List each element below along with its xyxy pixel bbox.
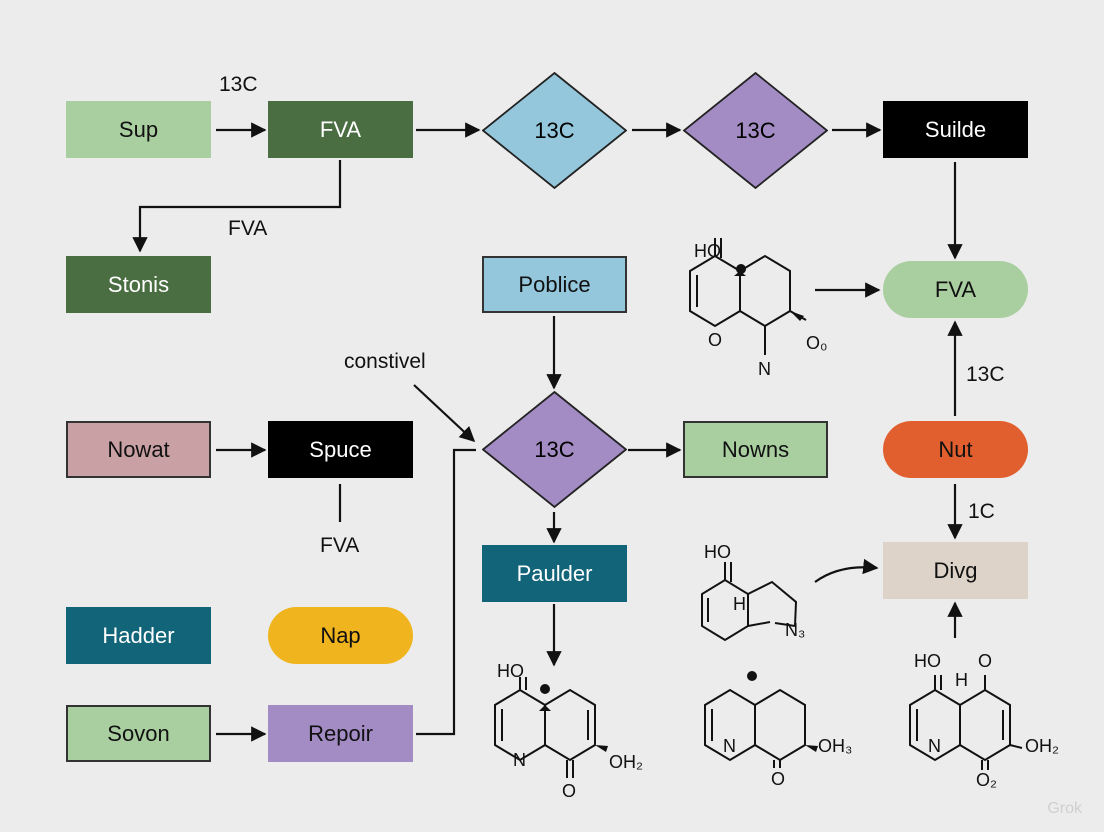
label-fva-mid: FVA: [228, 217, 268, 240]
node-sovon-label: Sovon: [107, 720, 170, 746]
node-stonis[interactable]: Stonis: [66, 256, 211, 313]
arrow-fva-stonis: [132, 160, 342, 253]
node-nut-label: Nut: [938, 436, 973, 462]
molecule-4-n: N: [723, 736, 736, 756]
label-right-13c: 13C: [966, 363, 1005, 386]
molecule-5: [909, 675, 1023, 770]
molecule-1-o-side: O₀: [806, 333, 827, 353]
molecule-4: [704, 688, 806, 768]
watermark-logo: Grok: [1047, 800, 1082, 817]
molecule-4-dot: [747, 671, 757, 681]
molecule-4-o: O: [771, 769, 785, 789]
node-nowns-label: Nowns: [721, 436, 790, 462]
line-repoir-diamond: [416, 448, 476, 736]
molecule-2-h: H: [733, 594, 746, 614]
molecule-5-ho: HO: [914, 651, 941, 671]
diamond-blue-label: 13C: [534, 117, 575, 143]
molecule-3-dot: [540, 684, 550, 694]
node-spuce-label: Spuce: [309, 436, 372, 462]
molecule-3-o: O: [562, 781, 576, 801]
node-nap[interactable]: Nap: [268, 607, 413, 664]
molecule-5-oh2: OH₂: [1025, 736, 1059, 756]
diamond-center[interactable]: 13C: [482, 391, 627, 508]
node-nowat-label: Nowat: [107, 436, 170, 462]
node-paulder[interactable]: Paulder: [482, 545, 627, 602]
node-sup-label: Sup: [118, 116, 159, 142]
molecule-1-o: O: [708, 330, 722, 350]
molecule-1: [689, 238, 807, 355]
node-nap-label: Nap: [320, 622, 361, 648]
molecule-2-n3: N₃: [785, 620, 805, 640]
node-nowns[interactable]: Nowns: [683, 421, 828, 478]
node-paulder-label: Paulder: [516, 560, 593, 586]
node-sup[interactable]: Sup: [66, 101, 211, 158]
molecule-5-n: N: [928, 736, 941, 756]
diamond-center-label: 13C: [534, 436, 575, 462]
molecule-4-oh3: OH₃: [818, 736, 852, 756]
node-repoir-label: Repoir: [308, 720, 373, 746]
molecule-2-ho: HO: [704, 542, 731, 562]
molecule-3-n: N: [513, 750, 526, 770]
node-hadder-label: Hadder: [102, 622, 175, 648]
node-sovon[interactable]: Sovon: [66, 705, 211, 762]
node-fva-pill[interactable]: FVA: [883, 261, 1028, 318]
molecule-1-n: N: [758, 359, 771, 379]
diamond-blue[interactable]: 13C: [482, 72, 627, 189]
molecule-3-oh2: OH₂: [609, 752, 643, 772]
diamond-purple-top[interactable]: 13C: [683, 72, 828, 189]
molecule-1-dot: [736, 264, 746, 274]
node-poblice[interactable]: Poblice: [482, 256, 627, 313]
node-suilde-label: Suilde: [924, 116, 987, 142]
label-constivel: constivel: [344, 350, 426, 373]
arrow-curve-divg: [814, 558, 879, 583]
node-divg-label: Divg: [933, 557, 978, 583]
label-fva-low: FVA: [320, 534, 360, 557]
node-fva-top-label: FVA: [319, 116, 362, 142]
node-fva-top[interactable]: FVA: [268, 101, 413, 158]
node-fva-pill-label: FVA: [934, 276, 977, 302]
molecule-3-ho: HO: [497, 661, 524, 681]
molecule-5-h: H: [955, 670, 968, 690]
molecule-5-o2: O₂: [976, 770, 997, 790]
node-nowat[interactable]: Nowat: [66, 421, 211, 478]
diamond-purple-top-label: 13C: [735, 117, 776, 143]
node-hadder[interactable]: Hadder: [66, 607, 211, 664]
molecule-2: [701, 562, 798, 642]
molecule-1-ho: HO: [694, 241, 721, 261]
arrow-constivel: [413, 384, 476, 443]
node-nut[interactable]: Nut: [883, 421, 1028, 478]
node-repoir[interactable]: Repoir: [268, 705, 413, 762]
molecule-5-o-top: O: [978, 651, 992, 671]
node-spuce[interactable]: Spuce: [268, 421, 413, 478]
node-stonis-label: Stonis: [107, 271, 170, 297]
label-top-13c: 13C: [219, 73, 258, 96]
node-poblice-label: Poblice: [518, 271, 591, 297]
node-suilde[interactable]: Suilde: [883, 101, 1028, 158]
node-divg[interactable]: Divg: [883, 542, 1028, 599]
label-right-1c: 1C: [968, 500, 995, 523]
